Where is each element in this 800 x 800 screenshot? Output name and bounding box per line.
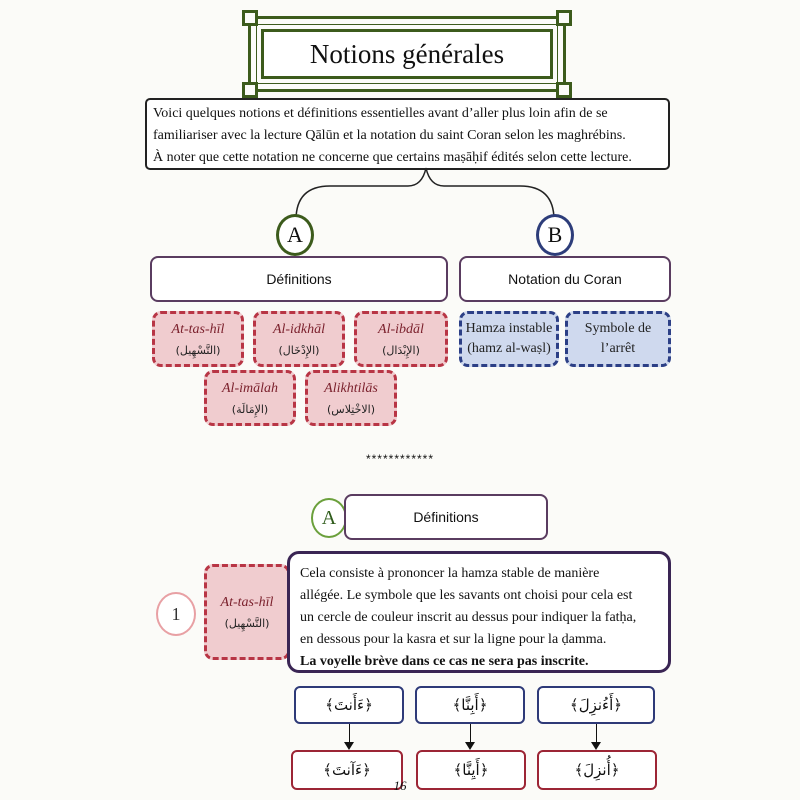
definitions-box: Définitions <box>150 256 448 302</box>
example-bottom-1: ﴿ءَآنتَ﴾ <box>291 750 403 790</box>
arrow-down-icon <box>344 742 354 750</box>
section-a-circle: A <box>311 498 347 538</box>
definition-imalah: Al-imālah (الإِمَالَة) <box>204 370 296 426</box>
brace-connector <box>295 167 555 220</box>
example-top-1: ﴿ءَأَنتَ﴾ <box>294 686 404 724</box>
definition-ibdal: Al-ibdāl (الإِبْدَال) <box>354 311 448 367</box>
example-bottom-2: ﴿أَيِنَّا﴾ <box>416 750 526 790</box>
tas-hil-description: Cela consiste à prononcer la hamza stabl… <box>287 551 671 673</box>
section-definitions-box: Définitions <box>344 494 548 540</box>
definition-tas-hil: At-tas-hīl (التَّسْهِيل) <box>152 311 244 367</box>
page-title: Notions générales <box>261 29 553 79</box>
intro-line-3: À noter que cette notation ne concerne q… <box>153 150 632 165</box>
intro-box: Voici quelques notions et définitions es… <box>145 98 670 170</box>
separator-stars: ************ <box>365 452 435 466</box>
definition-idkhal: Al-idkhāl (الإِدْخَال) <box>253 311 345 367</box>
arrow-down-icon <box>465 742 475 750</box>
intro-line-2: familiariser avec la lecture Qālūn et la… <box>153 128 626 143</box>
page-title-frame: Notions générales <box>242 10 572 98</box>
notation-hamza-instable: Hamza instable (hamz al-waṣl) <box>459 311 559 367</box>
notation-box: Notation du Coran <box>459 256 671 302</box>
definition-ikhtilas: Alikhtilās (الاخْتِلاس) <box>305 370 397 426</box>
item-number-circle: 1 <box>156 592 196 636</box>
branch-a-circle: A <box>276 214 314 256</box>
arrow-down-icon <box>591 742 601 750</box>
branch-b-circle: B <box>536 214 574 256</box>
intro-line-1: Voici quelques notions et définitions es… <box>153 106 608 121</box>
notation-symbole-arret: Symbole de l’arrêt <box>565 311 671 367</box>
example-top-3: ﴿أَءُنزِلَ﴾ <box>537 686 655 724</box>
term-tas-hil-box: At-tas-hīl (التَّسْهِيل) <box>204 564 290 660</box>
example-top-2: ﴿أَبِنَّا﴾ <box>415 686 525 724</box>
page-number: 16 <box>393 778 407 793</box>
example-bottom-3: ﴿أُنزِلَ﴾ <box>537 750 657 790</box>
